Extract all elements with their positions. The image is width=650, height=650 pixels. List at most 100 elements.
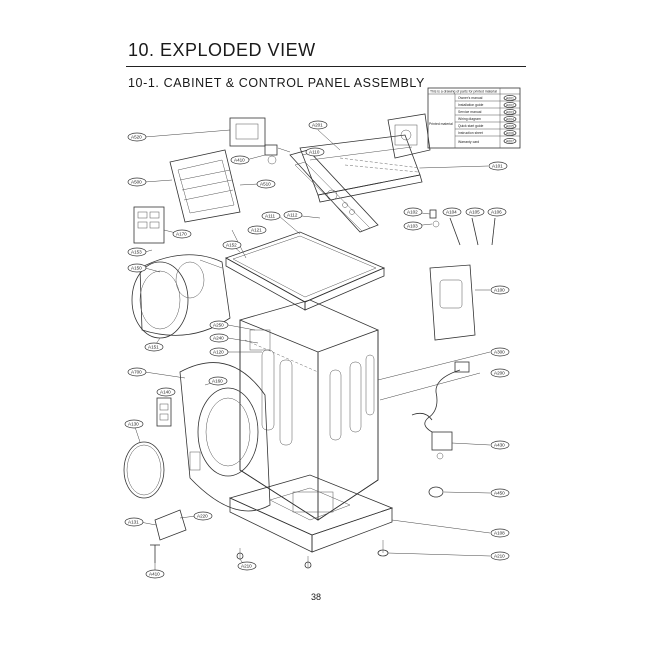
callout: A160 bbox=[208, 376, 228, 386]
callout: A153 bbox=[127, 247, 147, 257]
callout: A210 bbox=[490, 551, 510, 561]
callout: A240 bbox=[209, 333, 229, 343]
rear-cover bbox=[429, 264, 476, 341]
legend-row: Owner's manual A001 bbox=[455, 95, 520, 102]
svg-text:A104: A104 bbox=[446, 210, 457, 215]
callout: A500 bbox=[127, 177, 147, 187]
callout: A151 bbox=[144, 342, 164, 352]
callout: A700 bbox=[127, 367, 147, 377]
callout: A200 bbox=[490, 368, 510, 378]
control-panel-assembly bbox=[299, 113, 431, 203]
callout: A101 bbox=[488, 161, 508, 171]
svg-text:A007: A007 bbox=[506, 139, 514, 143]
hose-clamp bbox=[411, 412, 433, 421]
svg-text:A150: A150 bbox=[131, 266, 142, 271]
callout: A112 bbox=[283, 210, 303, 220]
callout: A104 bbox=[442, 207, 462, 217]
control-panel-front bbox=[289, 149, 379, 233]
callout: A250 bbox=[209, 320, 229, 330]
svg-text:Instruction sheet: Instruction sheet bbox=[458, 131, 483, 135]
front-bracket bbox=[154, 509, 187, 541]
svg-text:A153: A153 bbox=[131, 250, 142, 255]
svg-text:A108: A108 bbox=[494, 531, 505, 536]
svg-text:A120: A120 bbox=[213, 350, 224, 355]
svg-text:A005: A005 bbox=[506, 124, 514, 128]
callout: A410 bbox=[230, 155, 250, 165]
legend-group-label: Printed material bbox=[429, 122, 453, 126]
svg-text:A106: A106 bbox=[491, 210, 502, 215]
callout: A111 bbox=[261, 211, 281, 221]
callout: A108 bbox=[490, 528, 510, 538]
svg-text:A450: A450 bbox=[494, 491, 505, 496]
label-sheet bbox=[133, 206, 165, 244]
svg-text:A430: A430 bbox=[494, 443, 505, 448]
door-gasket-ring bbox=[123, 441, 165, 499]
svg-text:A130: A130 bbox=[128, 422, 139, 427]
drain-cap bbox=[428, 486, 444, 498]
callout: A100 bbox=[490, 285, 510, 295]
base-frame bbox=[228, 474, 394, 569]
callout: A130 bbox=[124, 419, 144, 429]
svg-text:A410: A410 bbox=[149, 572, 160, 577]
printed-material-legend: This is a drawing of parts for printed m… bbox=[427, 87, 521, 149]
top-plate bbox=[225, 231, 386, 311]
section-title: 10-1. CABINET & CONTROL PANEL ASSEMBLY bbox=[128, 76, 425, 90]
title-rule bbox=[126, 66, 526, 67]
callout: A152 bbox=[222, 240, 242, 250]
svg-text:A004: A004 bbox=[506, 117, 514, 121]
svg-text:A500: A500 bbox=[131, 180, 142, 185]
svg-text:A170: A170 bbox=[176, 232, 187, 237]
svg-text:Wiring diagram: Wiring diagram bbox=[458, 117, 481, 121]
svg-text:A003: A003 bbox=[506, 110, 514, 114]
water-valve bbox=[431, 431, 453, 460]
svg-text:A201: A201 bbox=[312, 123, 323, 128]
svg-text:A140: A140 bbox=[160, 390, 171, 395]
callout: A140 bbox=[156, 387, 176, 397]
svg-text:A121: A121 bbox=[251, 228, 262, 233]
door-switch bbox=[429, 209, 437, 219]
svg-text:A006: A006 bbox=[506, 131, 514, 135]
svg-text:A151: A151 bbox=[148, 345, 159, 350]
svg-text:A510: A510 bbox=[260, 182, 271, 187]
callout: A520 bbox=[127, 132, 147, 142]
callout: A300 bbox=[490, 347, 510, 357]
callout: A210 bbox=[237, 561, 257, 571]
svg-text:A210: A210 bbox=[494, 554, 505, 559]
inlet-hose-connectors bbox=[432, 217, 496, 246]
svg-text:A131: A131 bbox=[128, 520, 139, 525]
callout: A170 bbox=[172, 229, 192, 239]
door-assembly bbox=[179, 362, 271, 512]
callout: A410 bbox=[145, 569, 165, 579]
leader-lines bbox=[133, 129, 491, 570]
svg-text:A240: A240 bbox=[213, 336, 224, 341]
svg-text:A700: A700 bbox=[131, 370, 142, 375]
svg-text:A102: A102 bbox=[407, 210, 418, 215]
callout: A103 bbox=[403, 221, 423, 231]
page-title: 10. EXPLODED VIEW bbox=[128, 40, 316, 60]
svg-text:Owner's manual: Owner's manual bbox=[458, 96, 483, 100]
callout: A110 bbox=[305, 147, 325, 157]
callout: A106 bbox=[487, 207, 507, 217]
leveling-foot bbox=[377, 540, 389, 557]
callout: A450 bbox=[490, 488, 510, 498]
legend-row: Instruction sheet A006 bbox=[455, 130, 520, 137]
svg-text:A250: A250 bbox=[213, 323, 224, 328]
svg-text:A160: A160 bbox=[212, 379, 223, 384]
svg-text:A103: A103 bbox=[407, 224, 418, 229]
callout: A105 bbox=[465, 207, 485, 217]
legend-row: Quick start guide A005 bbox=[455, 123, 520, 130]
svg-text:A200: A200 bbox=[494, 371, 505, 376]
callout: A201 bbox=[308, 120, 328, 130]
svg-text:Quick start guide: Quick start guide bbox=[458, 124, 484, 128]
svg-text:A105: A105 bbox=[469, 210, 480, 215]
callout: A131 bbox=[124, 517, 144, 527]
legend-row: Warranty card A007 bbox=[458, 138, 517, 144]
legend-row: Installation guide A002 bbox=[455, 102, 520, 109]
svg-text:A002: A002 bbox=[506, 103, 514, 107]
pcb-assembly bbox=[229, 117, 291, 165]
svg-text:A110: A110 bbox=[309, 150, 320, 155]
power-cord bbox=[424, 361, 470, 433]
legend-header: This is a drawing of parts for printed m… bbox=[430, 90, 497, 94]
